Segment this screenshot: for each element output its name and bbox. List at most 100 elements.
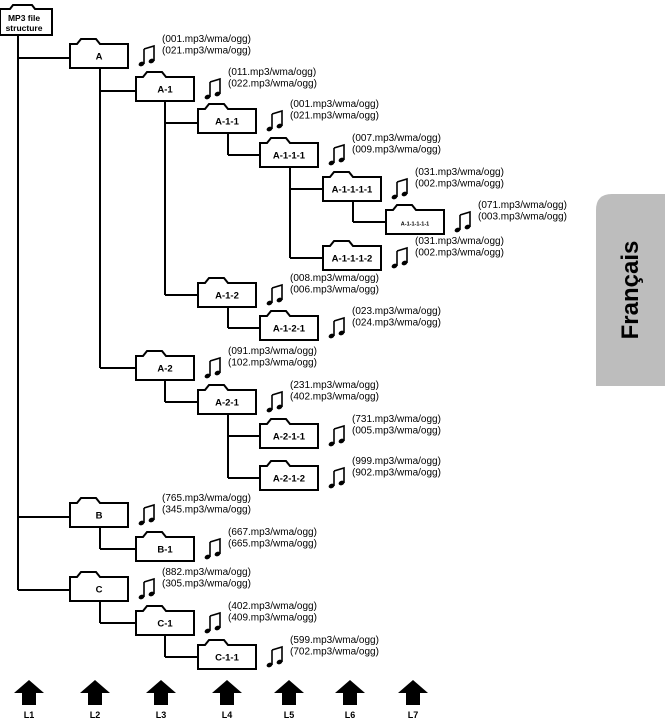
- level-l4: L4: [212, 680, 242, 720]
- folder-file-line: (031.mp3/wma/ogg): [415, 236, 504, 247]
- level-l7: L7: [398, 680, 428, 720]
- folder-label: B: [96, 511, 103, 522]
- level-l6: L6: [335, 680, 365, 720]
- folder-a-1-1-1: A-1-1-1 (007.mp3/wma/ogg)(009.mp3/wma/ogg…: [259, 133, 441, 168]
- music-note-icon: [204, 611, 221, 634]
- level-label: L6: [345, 710, 356, 720]
- up-arrow-icon: [14, 680, 44, 705]
- folder-file-line: (021.mp3/wma/ogg): [162, 46, 251, 57]
- folder-label: C-1: [157, 619, 173, 630]
- folder-label: A-1-2: [215, 291, 239, 302]
- folder-file-line: (665.mp3/wma/ogg): [228, 539, 317, 550]
- music-note-icon: [266, 645, 283, 668]
- folder-file-line: (102.mp3/wma/ogg): [228, 358, 317, 369]
- folder-icon: [69, 497, 129, 528]
- up-arrow-icon: [335, 680, 365, 705]
- folder-file-line: (667.mp3/wma/ogg): [228, 527, 317, 538]
- folder-icon: [259, 310, 319, 341]
- up-arrow-icon: [274, 680, 304, 705]
- folder-file-line: (001.mp3/wma/ogg): [162, 34, 251, 45]
- folder-c: C(882.mp3/wma/ogg)(305.mp3/wma/ogg): [69, 567, 251, 602]
- folder-label: A-1-1-1-1-1: [401, 222, 429, 228]
- language-tab: Français: [596, 194, 665, 386]
- folder-label: A-1-1-1: [273, 151, 306, 162]
- folder-icon: [135, 350, 195, 381]
- folder-label: A-1-2-1: [273, 324, 306, 335]
- folder-icon: [135, 71, 195, 102]
- folder-label: A-2-1: [215, 398, 239, 409]
- folder-file-line: (409.mp3/wma/ogg): [228, 613, 317, 624]
- folder-icon: [259, 418, 319, 449]
- music-note-icon: [266, 390, 283, 413]
- level-label: L4: [222, 710, 233, 720]
- folder-file-line: (305.mp3/wma/ogg): [162, 579, 251, 590]
- folder-file-line: (599.mp3/wma/ogg): [290, 635, 379, 646]
- folder-label: A-1-1: [215, 117, 239, 128]
- folder-icon: [69, 571, 129, 602]
- folder-file-line: (999.mp3/wma/ogg): [352, 456, 441, 467]
- folder-file-line: (007.mp3/wma/ogg): [352, 133, 441, 144]
- folder-file-line: (009.mp3/wma/ogg): [352, 145, 441, 156]
- folder-file-line: (765.mp3/wma/ogg): [162, 493, 251, 504]
- folder-file-line: (024.mp3/wma/ogg): [352, 318, 441, 329]
- folder-icon: [135, 531, 195, 562]
- level-l2: L2: [80, 680, 110, 720]
- folder-label: A-2-1-2: [273, 474, 305, 485]
- up-arrow-icon: [212, 680, 242, 705]
- music-note-icon: [204, 356, 221, 379]
- folder-a-1: A-1 (011.mp3/wma/ogg)(022.mp3/wma/ogg): [135, 67, 317, 102]
- music-note-icon: [328, 316, 345, 339]
- folder-icon: [135, 605, 195, 636]
- root-label-line2: structure: [6, 23, 43, 33]
- level-label: L3: [156, 710, 167, 720]
- music-note-icon: [204, 537, 221, 560]
- folder-icon: [197, 277, 257, 308]
- folder-file-line: (022.mp3/wma/ogg): [228, 79, 317, 90]
- root-folder-shape: [0, 4, 53, 36]
- folder-icon: [197, 103, 257, 134]
- folder-a: A(001.mp3/wma/ogg)(021.mp3/wma/ogg): [69, 34, 251, 69]
- music-note-icon: [138, 577, 155, 600]
- folder-a-1-1: A-1-1(001.mp3/wma/ogg)(021.mp3/wma/ogg): [197, 99, 379, 134]
- folder-file-line: (011.mp3/wma/ogg): [228, 67, 316, 78]
- folder-file-line: (031.mp3/wma/ogg): [415, 167, 504, 178]
- level-l3: L3: [146, 680, 176, 720]
- folder-file-line: (902.mp3/wma/ogg): [352, 468, 441, 479]
- folder-file-line: (023.mp3/wma/ogg): [352, 306, 441, 317]
- folder-file-line: (006.mp3/wma/ogg): [290, 285, 379, 296]
- folder-file-line: (071.mp3/wma/ogg): [478, 200, 567, 211]
- folder-a-2-1-1: A-2-1-1(731.mp3/wma/ogg)(005.mp3/wma/ogg…: [259, 414, 441, 449]
- music-note-icon: [204, 77, 221, 100]
- folder-label: C-1-1: [215, 653, 239, 664]
- folder-file-line: (002.mp3/wma/ogg): [415, 179, 504, 190]
- folder-label: B-1: [157, 545, 173, 556]
- folder-icon: [322, 240, 382, 271]
- folder-file-line: (402.mp3/wma/ogg): [290, 392, 379, 403]
- folder-a-2: A-2(091.mp3/wma/ogg)(102.mp3/wma/ogg): [135, 346, 317, 381]
- level-label: L5: [284, 710, 295, 720]
- folder-label: A-2: [157, 364, 172, 375]
- folder-icon: [322, 171, 382, 202]
- up-arrow-icon: [80, 680, 110, 705]
- folder-icon: [259, 460, 319, 491]
- folder-a-1-1-1-1-1: A-1-1-1-1-1(071.mp3/wma/ogg)(003.mp3/wma…: [385, 200, 567, 235]
- folder-a-1-1-1-2: A-1-1-1-2(031.mp3/wma/ogg)(002.mp3/wma/o…: [322, 236, 504, 271]
- folder-c-1-1: C-1-1(599.mp3/wma/ogg)(702.mp3/wma/ogg): [197, 635, 379, 670]
- folder-a-2-1-2: A-2-1-2 (999.mp3/wma/ogg)(902.mp3/wma/ogg…: [259, 456, 441, 491]
- folder-a-1-2: A-1-2(008.mp3/wma/ogg)(006.mp3/wma/ogg): [197, 273, 379, 308]
- folder-icon: [259, 137, 319, 168]
- language-tab-shape: [596, 194, 665, 386]
- language-tab-label: Français: [617, 241, 644, 340]
- folder-icon: [69, 38, 129, 69]
- folder-b-1: B-1 (667.mp3/wma/ogg)(665.mp3/wma/ogg): [135, 527, 317, 562]
- folder-file-line: (002.mp3/wma/ogg): [415, 248, 504, 259]
- folder-file-line: (005.mp3/wma/ogg): [352, 426, 441, 437]
- folder-file-line: (345.mp3/wma/ogg): [162, 505, 251, 516]
- folder-file-line: (731.mp3/wma/ogg): [352, 414, 441, 425]
- music-note-icon: [138, 503, 155, 526]
- folder-icon: [197, 384, 257, 415]
- music-note-icon: [328, 466, 345, 489]
- level-l5: L5: [274, 680, 304, 720]
- folder-label: A-1: [157, 85, 173, 96]
